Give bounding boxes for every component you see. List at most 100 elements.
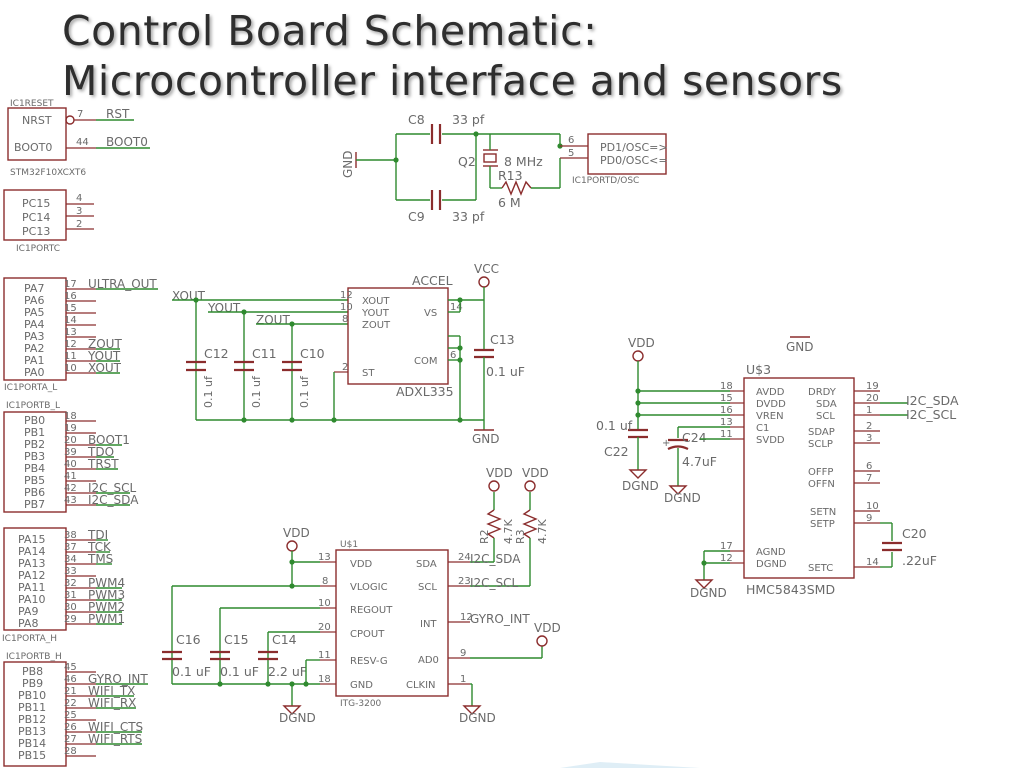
r2-ref: R2 [478,529,491,544]
stm32-porta-low-block: PA7 PA6 PA5 PA4 PA3 PA2 PA1 PA0 17 16 15… [3,277,158,393]
mag-pin-num: 10 [866,501,879,512]
net-tms: TMS [87,552,113,566]
gyro-net-sda: I2C_SDA [470,552,521,566]
accelerometer-block: XOUT YOUT ZOUT C12 C11 C10 0.1 uf 0.1 uf… [172,262,525,446]
porta-low-pin-name: PA3 [24,330,44,343]
porta-low-pin-name: PA5 [24,306,44,319]
portb-high-symbol [3,661,67,767]
r2-vdd-label: VDD [486,466,513,480]
gyro-pin-num: 13 [318,552,331,563]
net-zout-accel: ZOUT [256,313,290,327]
mag-pin-num: 6 [866,461,872,472]
gyro-block: VDD C16 C15 C14 0.1 uF 0.1 uF 2.2 uF [162,466,561,725]
net-boot0: BOOT0 [106,135,148,149]
c20-value: .22uF [902,553,937,568]
accel-pin-num: 8 [342,314,348,325]
accel-pin-name: VS [424,308,437,319]
porta-low-pin-num: 10 [64,363,77,374]
porta-low-pin-num: 12 [64,339,77,350]
porta-low-pin-name: PA4 [24,318,44,331]
mag-pin-num: 17 [720,541,733,552]
reset-pin-nrst-num: 7 [77,109,83,120]
portd-osc-symbol [587,133,667,175]
mag-pin-num: 3 [866,433,872,444]
gyro-pin-name: SCL [418,582,437,593]
stm32-porta-high-block: PA15 PA14 PA13 PA12 PA11 PA10 PA9 PA8 38… [2,527,125,644]
portb-low-pin-name: PB7 [24,498,45,511]
r2-vdd-symbol [488,480,500,492]
q2-value: 8 MHz [504,154,543,169]
r13-resistor [501,180,532,196]
gyro-vdd-label: VDD [283,526,310,540]
mag-pin-name: SETP [810,519,835,530]
stm32-reset-block: IC1RESET NRST 7 RST BOOT0 44 BOOT0 STM32… [7,99,150,178]
porta-low-pin-name: PA6 [24,294,44,307]
portc-pin-name: PC13 [22,225,50,238]
stm32-part-number: STM32F10XCXT6 [10,168,86,178]
portc-ref: IC1PORTC [16,244,60,254]
mag-part: HMC5843SMD [746,582,835,597]
reset-ref: IC1RESET [10,99,54,109]
mag-net-sda: I2C_SDA [906,393,959,408]
gyro-pin-name: CPOUT [350,629,385,640]
r2-resistor [486,509,502,539]
clkin-dgnd-label: DGND [459,711,496,725]
net-rst: RST [106,107,130,121]
mag-pin-name: AGND [756,547,786,558]
portc-pin-name: PC15 [22,197,50,210]
accel-pin-num: 2 [342,362,348,373]
mag-pin-num: 19 [866,381,879,392]
vcc-label: VCC [474,262,499,276]
mag-dgnd-symbol [694,579,714,589]
mag-gnd-label: GND [786,340,814,354]
c24-dgnd-symbol [668,485,688,495]
mag-pin-name: SVDD [756,435,785,446]
mag-pin-name: DVDD [756,399,786,410]
accel-pin-num: 10 [340,302,353,313]
c13-ref: C13 [490,332,515,347]
stm32-portc-block: PC15 PC14 PC13 4 3 2 IC1PORTC [3,189,94,254]
net-i2c-scl: I2C_SCL [88,481,137,495]
gyro-pin-num: 1 [460,674,466,685]
porta-high-pin-num: 37 [64,542,77,553]
portb-low-pin-num: 41 [64,471,77,482]
title-line-1: Control Board Schematic: [62,7,598,55]
portb-high-pin-name: PB13 [18,725,46,738]
r3-resistor [522,509,538,539]
gyro-pin-name: AD0 [418,655,439,666]
portb-high-pin-name: PB14 [18,737,46,750]
net-wifi-tx: WIFI_TX [88,684,135,698]
mag-pin-name: C1 [756,423,769,434]
c22-dgnd-label: DGND [622,479,659,493]
portb-low-pin-name: PB6 [24,486,45,499]
portc-pin-num: 2 [76,219,82,230]
title-line-2: Microcontroller interface and sensors [62,57,843,105]
portb-high-pin-num: 28 [64,746,77,757]
c10-value: 0.1 uf [298,375,311,408]
net-yout: YOUT [87,349,121,363]
porta-high-pin-num: 34 [64,554,77,565]
mag-pin-name: OFFP [808,467,833,478]
portb-high-pin-num: 26 [64,722,77,733]
page-title: Control Board Schematic: Microcontroller… [62,6,843,106]
portb-low-pin-name: PB5 [24,474,45,487]
portb-high-pin-num: 25 [64,710,77,721]
net-wifi-rts: WIFI_RTS [88,732,142,746]
mag-net-scl: I2C_SCL [906,407,956,422]
gyro-pin-num: 9 [460,648,466,659]
gyro-pin-num: 11 [318,650,331,661]
c12-ref: C12 [204,346,229,361]
portb-low-pin-num: 42 [64,483,77,494]
portb-low-pin-num: 39 [64,447,77,458]
mag-pin-name: OFFN [808,479,835,490]
oscillator-block: GND C8 33 pf C9 33 pf Q2 8 MHz R13 6 M [341,112,668,224]
c22-ref: C22 [604,444,629,459]
mag-pin-name: SETC [808,563,833,574]
mag-pin-name: SDAP [808,427,835,438]
r3-ref: R3 [514,529,527,544]
net-trst: TRST [87,457,119,471]
portc-symbol [3,189,67,241]
gyro-dgnd-label: DGND [279,711,316,725]
gyro-net-int: GYRO_INT [470,612,530,626]
